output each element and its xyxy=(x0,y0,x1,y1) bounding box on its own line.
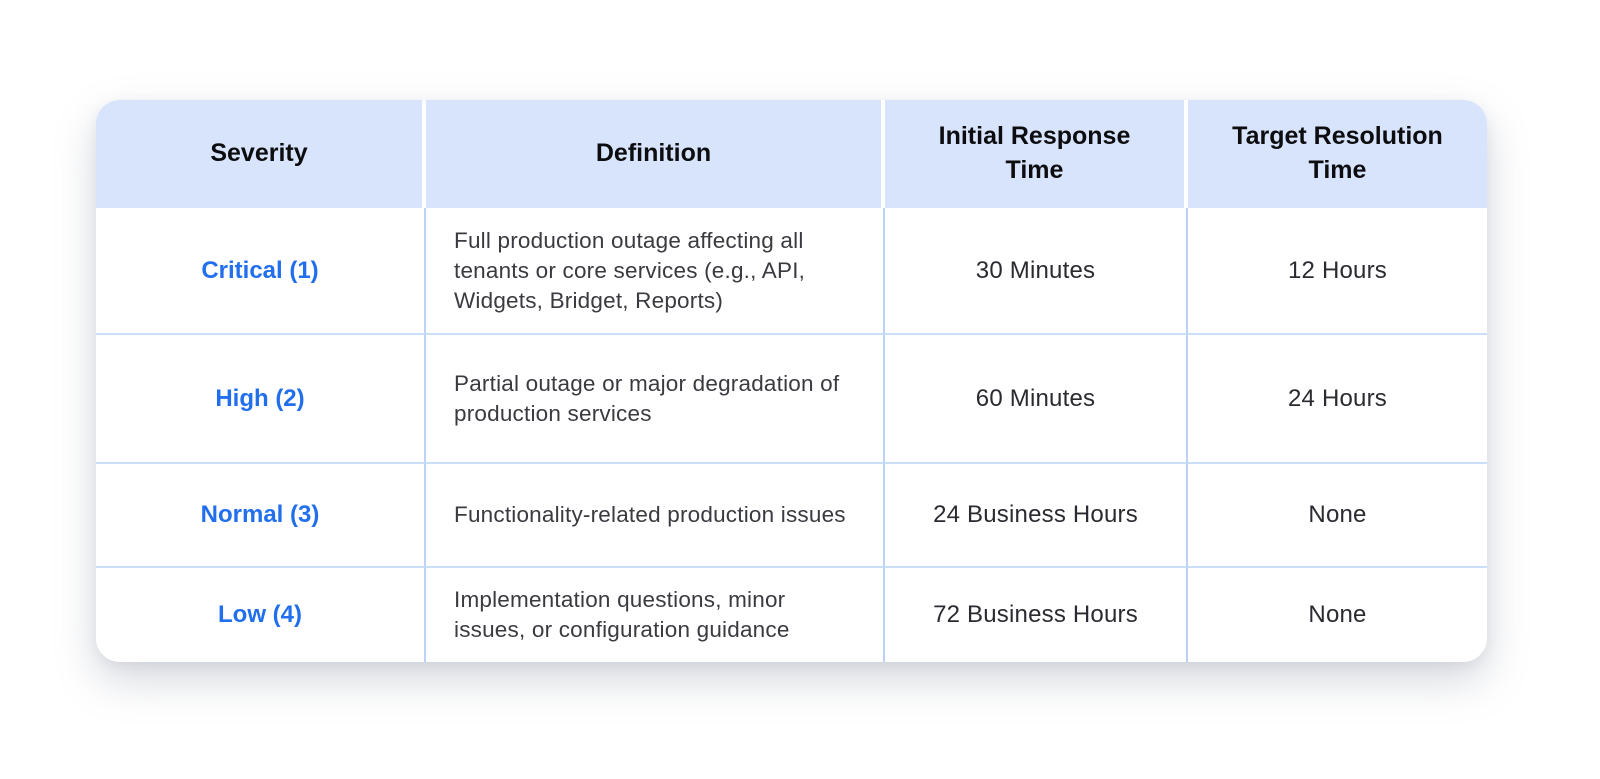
header-cell-severity: Severity xyxy=(96,100,426,208)
header-cell-definition: Definition xyxy=(426,100,885,208)
initial-response-cell: 60 Minutes xyxy=(885,333,1188,462)
severity-cell: Low (4) xyxy=(96,566,426,662)
header-cell-initial-response-time: Initial Response Time xyxy=(885,100,1188,208)
severity-cell: Critical (1) xyxy=(96,208,426,333)
target-resolution-cell: 24 Hours xyxy=(1188,333,1487,462)
target-resolution-cell: 12 Hours xyxy=(1188,208,1487,333)
severity-sla-table: Severity Definition Initial Response Tim… xyxy=(96,100,1487,662)
definition-cell: Partial outage or major degradation of p… xyxy=(426,333,885,462)
definition-cell: Implementation questions, minor issues, … xyxy=(426,566,885,662)
definition-cell: Full production outage affecting all ten… xyxy=(426,208,885,333)
target-resolution-cell: None xyxy=(1188,462,1487,566)
header-cell-target-resolution-time: Target Resolution Time xyxy=(1188,100,1487,208)
severity-cell: High (2) xyxy=(96,333,426,462)
target-resolution-cell: None xyxy=(1188,566,1487,662)
definition-cell: Functionality-related production issues xyxy=(426,462,885,566)
initial-response-cell: 24 Business Hours xyxy=(885,462,1188,566)
initial-response-cell: 30 Minutes xyxy=(885,208,1188,333)
severity-cell: Normal (3) xyxy=(96,462,426,566)
initial-response-cell: 72 Business Hours xyxy=(885,566,1188,662)
